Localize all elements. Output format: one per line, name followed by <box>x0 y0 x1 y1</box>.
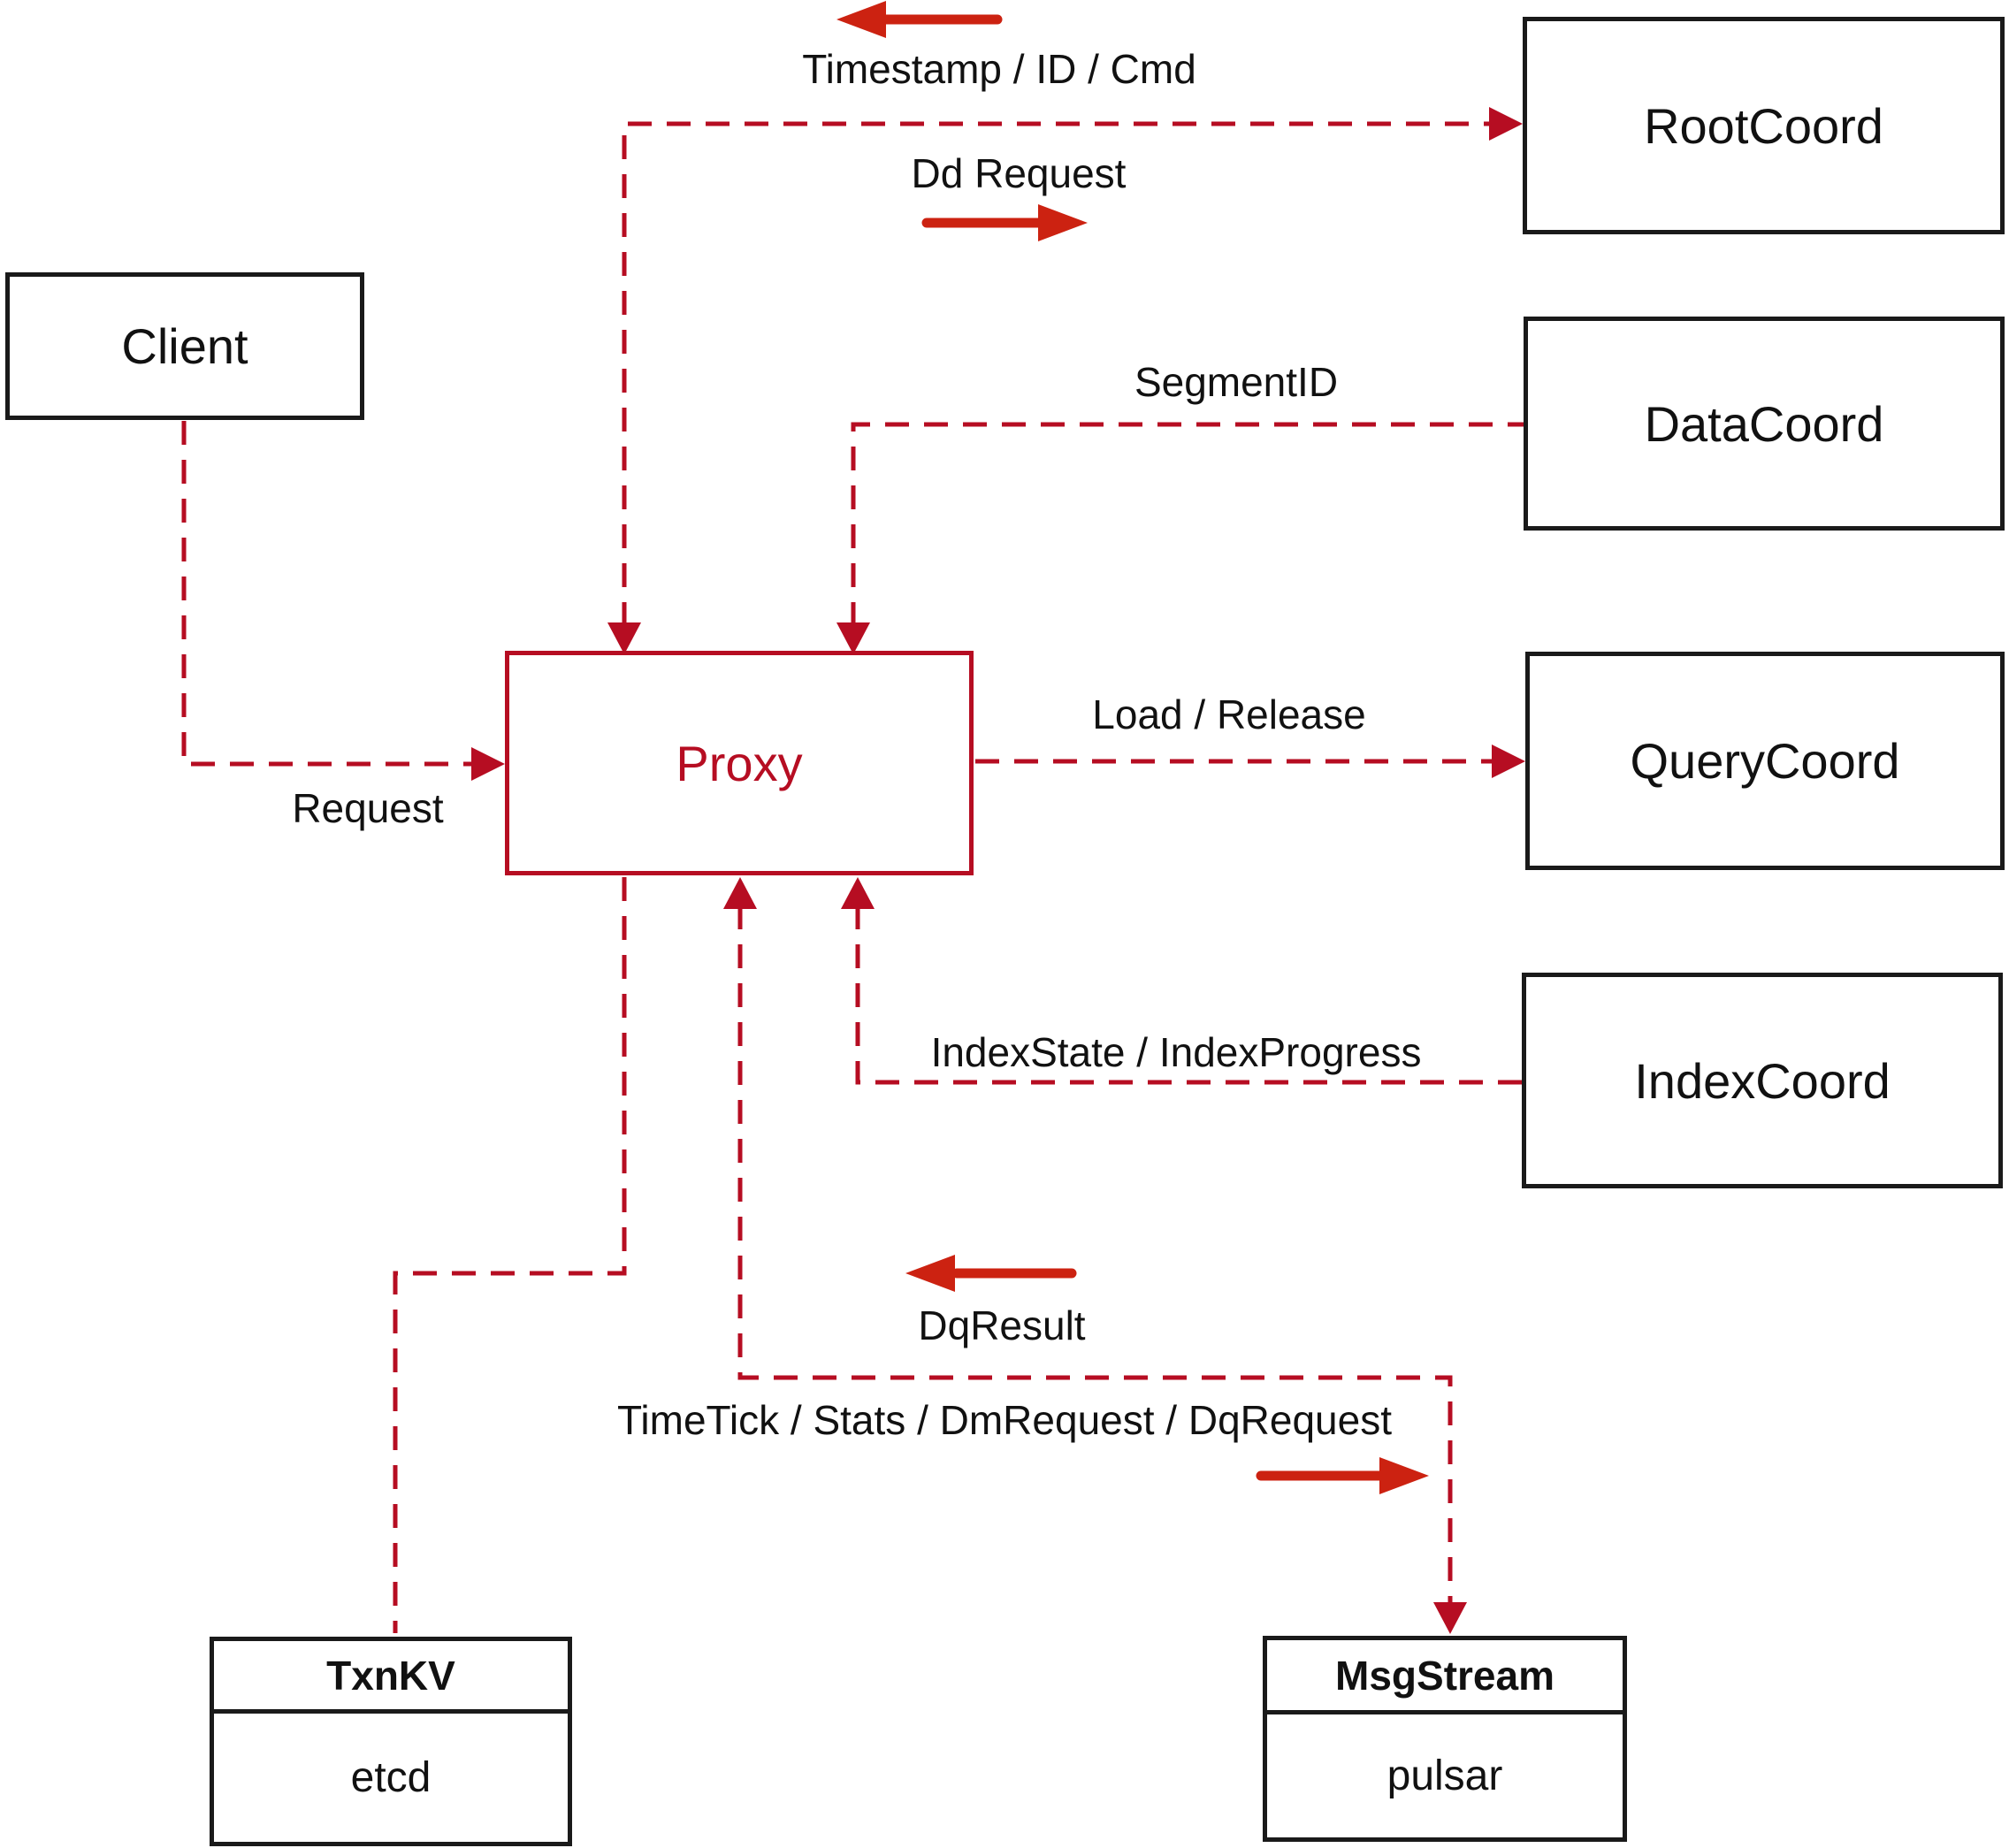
node-proxy: Proxy <box>505 651 974 875</box>
node-client: Client <box>5 272 364 420</box>
node-txnkv-title: TxnKV <box>326 1652 455 1699</box>
node-msgstream-subtitle: pulsar <box>1386 1753 1503 1799</box>
node-txnkv: TxnKV etcd <box>210 1637 572 1846</box>
direction-arrowhead-right-ddrequest-icon <box>1038 204 1088 241</box>
edge-label-time-tick: TimeTick / Stats / DmRequest / DqRequest <box>617 1397 1392 1443</box>
arrowhead-into-proxy-top-rootcoord-icon <box>607 622 641 654</box>
node-txnkv-subtitle-row: etcd <box>214 1714 568 1842</box>
node-txnkv-subtitle: etcd <box>350 1754 432 1801</box>
node-client-label: Client <box>121 318 248 374</box>
edge-proxy-msgstream <box>737 905 1453 1606</box>
node-indexcoord-label: IndexCoord <box>1634 1052 1891 1109</box>
node-querycoord: QueryCoord <box>1525 652 2005 870</box>
edge-label-index-state: IndexState / IndexProgress <box>930 1029 1422 1075</box>
node-querycoord-label: QueryCoord <box>1630 733 1900 789</box>
node-indexcoord: IndexCoord <box>1522 973 2003 1188</box>
edge-label-dq-result: DqResult <box>918 1302 1086 1348</box>
direction-arrowhead-left-dqresult-icon <box>905 1255 955 1292</box>
edge-label-segment-id: SegmentID <box>1134 359 1339 405</box>
arrowhead-into-querycoord-icon <box>1492 745 1525 778</box>
node-msgstream-subtitle-row: pulsar <box>1267 1714 1623 1837</box>
node-proxy-label: Proxy <box>676 735 803 791</box>
node-txnkv-title-row: TxnKV <box>214 1641 568 1714</box>
edge-label-dd-request: Dd Request <box>911 150 1127 196</box>
node-datacoord: DataCoord <box>1524 317 2005 531</box>
edge-label-load-release: Load / Release <box>1092 691 1366 737</box>
arrowhead-into-proxy-bottom-msgstream-icon <box>723 877 757 909</box>
edge-proxy-rootcoord <box>622 121 1493 626</box>
node-rootcoord: RootCoord <box>1523 17 2005 234</box>
edge-indexcoord-proxy <box>855 905 1522 1085</box>
node-msgstream: MsgStream pulsar <box>1263 1636 1627 1842</box>
arrowhead-into-proxy-left-icon <box>471 747 505 781</box>
arrowhead-into-msgstream-icon <box>1433 1602 1467 1634</box>
edge-label-timestamp-id-cmd: Timestamp / ID / Cmd <box>802 46 1196 92</box>
direction-arrowhead-right-timetick-icon <box>1379 1457 1429 1494</box>
edge-label-request: Request <box>292 785 444 831</box>
node-msgstream-title-row: MsgStream <box>1267 1640 1623 1714</box>
edge-datacoord-proxy <box>851 422 1524 626</box>
edge-client-proxy <box>181 421 476 767</box>
node-datacoord-label: DataCoord <box>1644 395 1884 452</box>
node-msgstream-title: MsgStream <box>1335 1652 1554 1699</box>
arrowhead-into-proxy-bottom-indexcoord-icon <box>841 877 875 909</box>
node-rootcoord-label: RootCoord <box>1644 97 1883 154</box>
direction-arrowhead-left-timestamp-icon <box>836 1 886 38</box>
arrowhead-into-rootcoord-icon <box>1489 107 1523 141</box>
edge-proxy-txnkv <box>393 877 627 1633</box>
arrowhead-into-proxy-top-datacoord-icon <box>836 622 870 654</box>
